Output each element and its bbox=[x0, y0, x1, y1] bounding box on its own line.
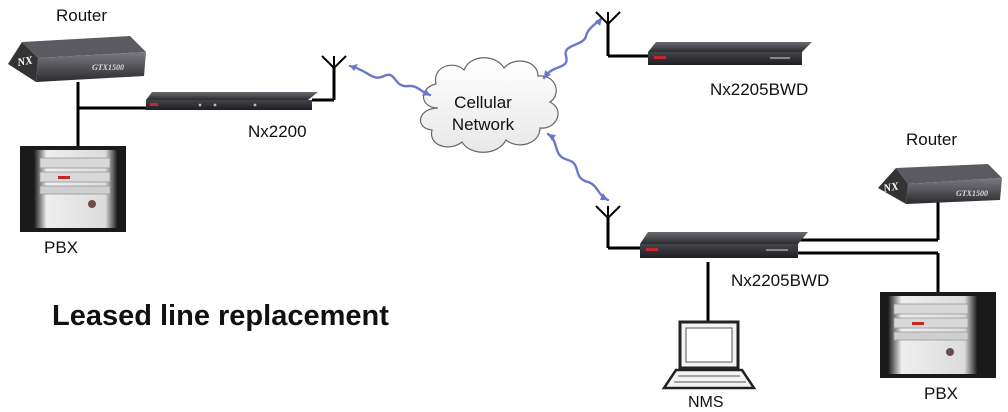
nx2205bwd-bottom-device-icon bbox=[640, 232, 808, 258]
wireless-links bbox=[348, 16, 610, 202]
svg-text:NX: NX bbox=[881, 180, 900, 195]
router-right-icon: NX GTX1500 bbox=[878, 164, 1002, 204]
cloud-label-line1: Cellular bbox=[454, 93, 512, 112]
router-right-model: GTX1500 bbox=[956, 189, 988, 198]
wireless-link-cloud-bottom bbox=[546, 132, 610, 202]
nx2205bwd-bottom-label: Nx2205BWD bbox=[731, 271, 830, 290]
cloud-label-line2: Network bbox=[452, 115, 515, 134]
cellular-cloud: Cellular Network bbox=[420, 57, 559, 153]
nx2205bwd-top-device-icon bbox=[648, 42, 812, 65]
router-left-label: Router bbox=[56, 6, 108, 25]
antenna-icon bbox=[595, 11, 621, 26]
router-left-model: GTX1500 bbox=[92, 63, 124, 72]
nx2205bwd-top-label: Nx2205BWD bbox=[710, 80, 809, 99]
nms-laptop-icon bbox=[661, 320, 757, 390]
pbx-left-label: PBX bbox=[44, 238, 79, 257]
router-left-icon: NX GTX1500 bbox=[8, 36, 146, 82]
pbx-left-icon bbox=[20, 146, 126, 232]
wires bbox=[76, 22, 940, 325]
antenna-icon bbox=[595, 205, 621, 220]
pbx-right-icon bbox=[880, 292, 996, 378]
svg-text:NX: NX bbox=[15, 54, 34, 69]
router-right-label: Router bbox=[906, 130, 958, 149]
wireless-link-cloud-top bbox=[542, 16, 604, 80]
nx2200-label: Nx2200 bbox=[248, 122, 307, 141]
pbx-right-label: PBX bbox=[924, 384, 959, 403]
antenna-icon bbox=[321, 55, 347, 70]
nms-label: NMS bbox=[688, 394, 724, 411]
nx2200-device-icon bbox=[146, 92, 318, 110]
wireless-link-nx2200-cloud bbox=[348, 64, 432, 97]
diagram-title: Leased line replacement bbox=[52, 300, 389, 332]
